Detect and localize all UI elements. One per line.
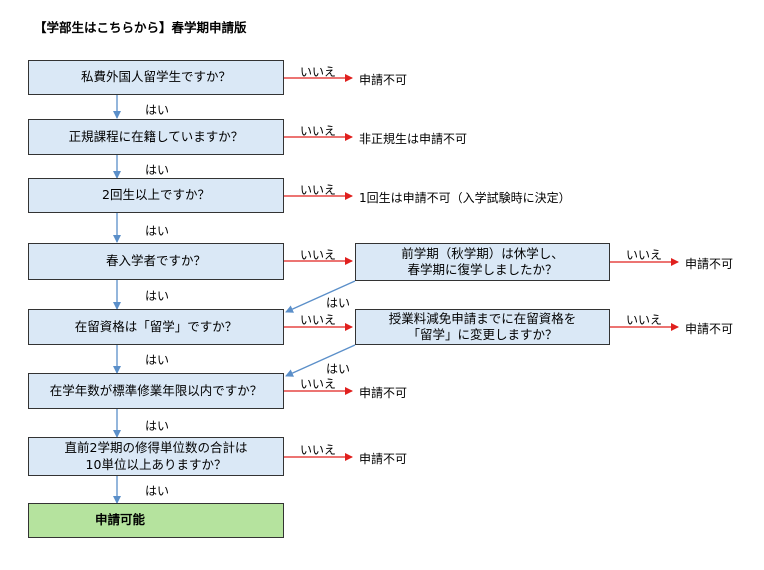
no-label-5b: いいえ [626,313,663,327]
yes-label-7: はい [145,484,170,498]
question-regular-course: 正規課程に在籍していますか？ [28,119,284,155]
no-label-2: いいえ [300,124,337,138]
question-credits: 直前2学期の修得単位数の合計は 10単位以上ありますか？ [28,437,284,476]
no-label-7: いいえ [300,443,337,457]
yes-label-4: はい [145,289,170,303]
arrow-yes-4b [285,280,356,313]
no-label-3: いいえ [300,183,337,197]
question-enrollment-years: 在学年数が標準修業年限以内ですか？ [28,373,284,409]
result-not-eligible-7: 申請不可 [359,452,408,466]
result-non-regular: 非正規生は申請不可 [359,132,468,146]
arrow-yes-5b [285,344,356,377]
result-not-eligible-6: 申請不可 [359,386,408,400]
question-spring-entry: 春入学者ですか？ [28,243,284,280]
question-visa-status: 在留資格は「留学」ですか？ [28,309,284,345]
question-visa-change: 授業料減免申請までに在留資格を 「留学」に変更しますか？ [355,309,610,345]
no-label-5: いいえ [300,313,337,327]
page-title: 【学部生はこちらから】春学期申請版 [34,20,247,35]
yes-label-6: はい [145,419,170,433]
no-label-1: いいえ [300,65,337,79]
yes-label-1: はい [145,103,170,117]
yes-label-2: はい [145,163,170,177]
no-label-4b: いいえ [626,248,663,262]
question-international-student: 私費外国人留学生ですか？ [28,60,284,95]
question-second-year: 2回生以上ですか？ [28,178,284,213]
result-eligible: 申請可能 [28,503,284,538]
result-not-eligible-5: 申請不可 [685,322,734,336]
yes-label-3: はい [145,224,170,238]
yes-label-5: はい [145,353,170,367]
result-not-eligible-4: 申請不可 [685,257,734,271]
yes-label-4b: はい [326,296,351,310]
question-leave-return: 前学期（秋学期）は休学し、 春学期に復学しましたか？ [355,243,610,281]
no-label-6: いいえ [300,377,337,391]
result-first-year: 1回生は申請不可（入学試験時に決定） [359,191,571,205]
result-not-eligible-1: 申請不可 [359,73,408,87]
yes-label-5b: はい [326,362,351,376]
no-label-4: いいえ [300,248,337,262]
